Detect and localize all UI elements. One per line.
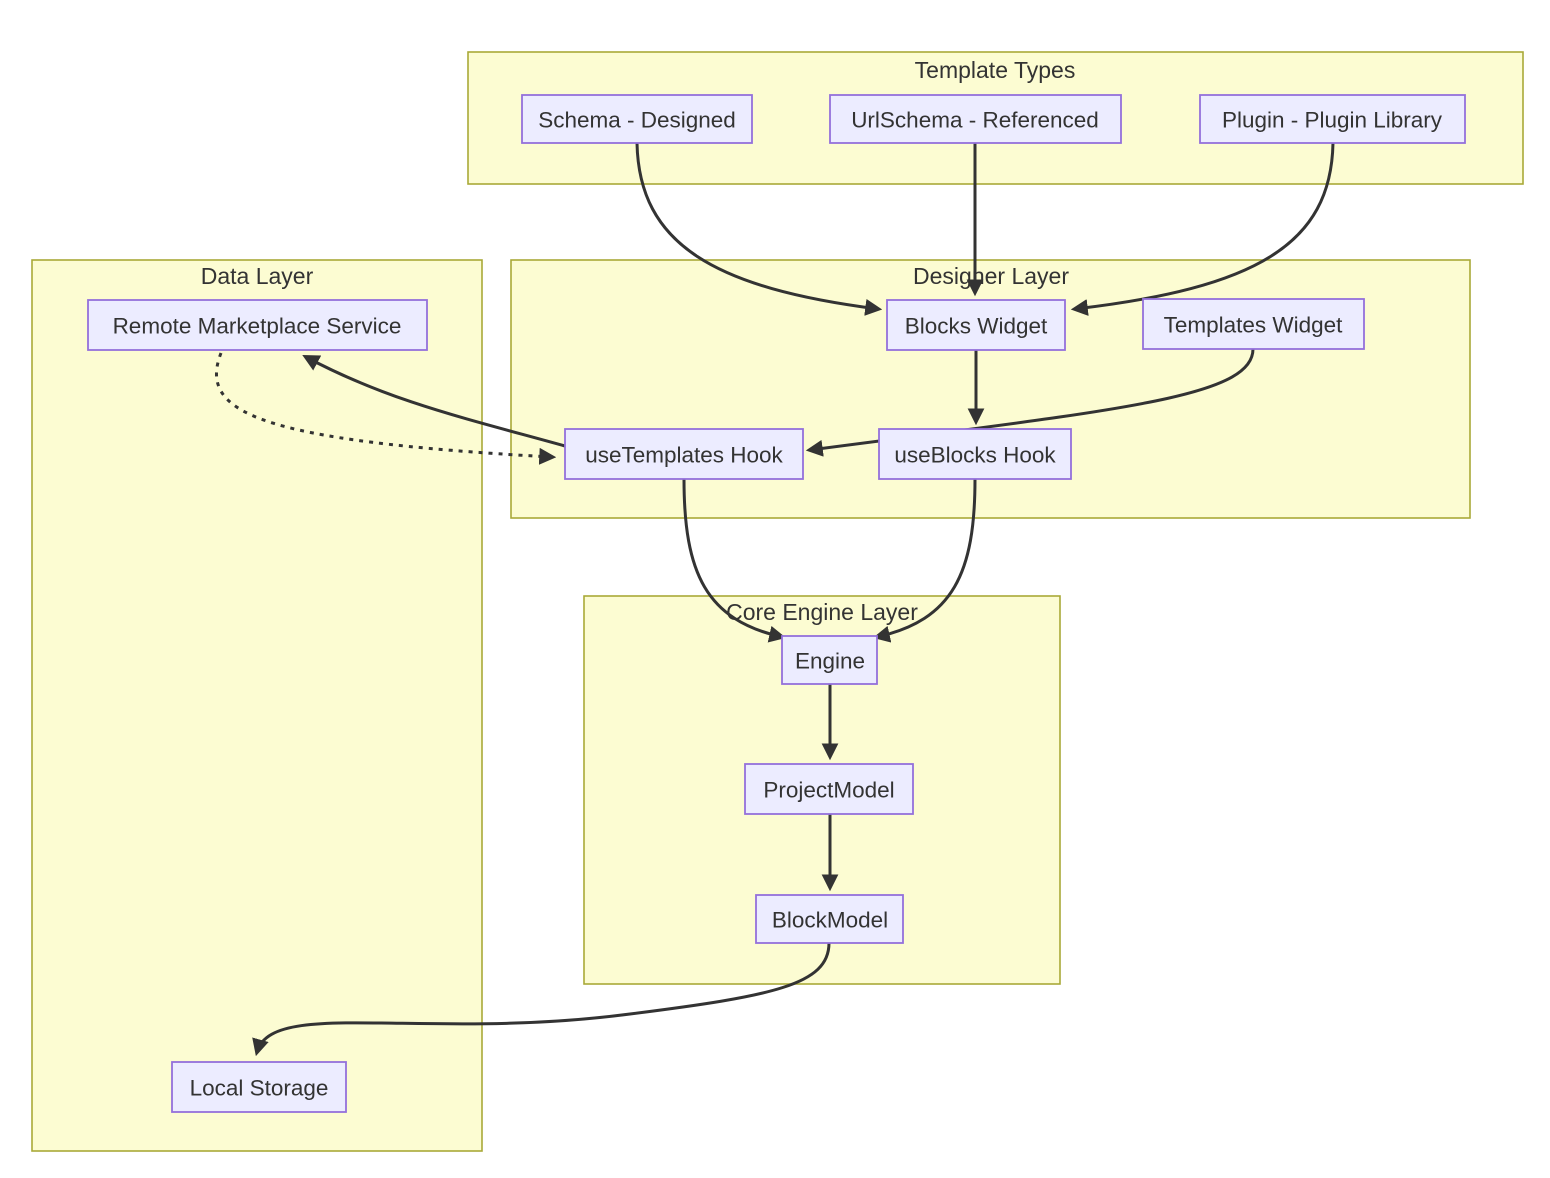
node-local-storage-label: Local Storage <box>190 1076 329 1101</box>
node-blockmodel: BlockModel <box>755 894 904 944</box>
edge-useblocks-hook-to-engine <box>872 478 977 643</box>
node-blocks-widget-label: Blocks Widget <box>905 314 1048 339</box>
node-plugin-library-label: Plugin - Plugin Library <box>1222 108 1443 133</box>
cluster-data-layer-label: Data Layer <box>201 263 314 289</box>
node-local-storage: Local Storage <box>171 1061 347 1113</box>
node-plugin-library: Plugin - Plugin Library <box>1199 94 1466 144</box>
node-templates-widget: Templates Widget <box>1142 298 1365 350</box>
node-remote-marketplace-service-box <box>87 299 428 351</box>
node-useblocks-hook-box <box>878 428 1072 480</box>
edge-schema-to-blocks-widget <box>635 142 883 316</box>
node-templates-widget-box <box>1142 298 1365 350</box>
node-schema-designed-label: Schema - Designed <box>538 108 736 133</box>
node-schema-designed: Schema - Designed <box>521 94 753 144</box>
cluster-data-layer-box <box>31 259 483 1152</box>
node-useblocks-hook-label: useBlocks Hook <box>894 443 1056 468</box>
edge-remote-marketplace-to-usetemplates-hook-dotted <box>215 352 557 465</box>
node-urlschema-referenced-label: UrlSchema - Referenced <box>851 108 1099 133</box>
node-blocks-widget-box <box>886 299 1066 351</box>
node-urlschema-referenced: UrlSchema - Referenced <box>829 94 1122 144</box>
node-plugin-library-box <box>1199 94 1466 144</box>
node-useblocks-hook: useBlocks Hook <box>878 428 1072 480</box>
edge-plugin-to-blocks-widget <box>1070 142 1335 316</box>
node-usetemplates-hook-label: useTemplates Hook <box>585 443 783 468</box>
node-projectmodel-box <box>744 763 914 815</box>
node-remote-marketplace-service: Remote Marketplace Service <box>87 299 428 351</box>
edge-usetemplates-hook-to-remote-marketplace <box>302 354 566 448</box>
node-blockmodel-box <box>755 894 904 944</box>
cluster-data-layer: Data Layer <box>31 259 483 1152</box>
node-usetemplates-hook: useTemplates Hook <box>564 428 804 480</box>
edge-usetemplates-hook-to-engine <box>682 478 787 643</box>
node-templates-widget-label: Templates Widget <box>1164 313 1344 338</box>
node-engine: Engine <box>781 635 878 685</box>
cluster-designer-layer-label: Designer Layer <box>913 263 1069 289</box>
node-usetemplates-hook-box <box>564 428 804 480</box>
node-urlschema-referenced-box <box>829 94 1122 144</box>
node-remote-marketplace-service-label: Remote Marketplace Service <box>113 314 402 339</box>
node-local-storage-box <box>171 1061 347 1113</box>
node-blocks-widget: Blocks Widget <box>886 299 1066 351</box>
edges <box>215 142 1335 1057</box>
cluster-template-types-label: Template Types <box>915 57 1076 83</box>
node-engine-label: Engine <box>795 649 865 674</box>
node-blockmodel-label: BlockModel <box>772 908 888 933</box>
node-projectmodel: ProjectModel <box>744 763 914 815</box>
node-projectmodel-label: ProjectModel <box>763 778 894 803</box>
cluster-core-engine-layer-label: Core Engine Layer <box>726 599 918 625</box>
node-schema-designed-box <box>521 94 753 144</box>
edge-blockmodel-to-local-storage <box>252 942 831 1057</box>
node-engine-box <box>781 635 878 685</box>
